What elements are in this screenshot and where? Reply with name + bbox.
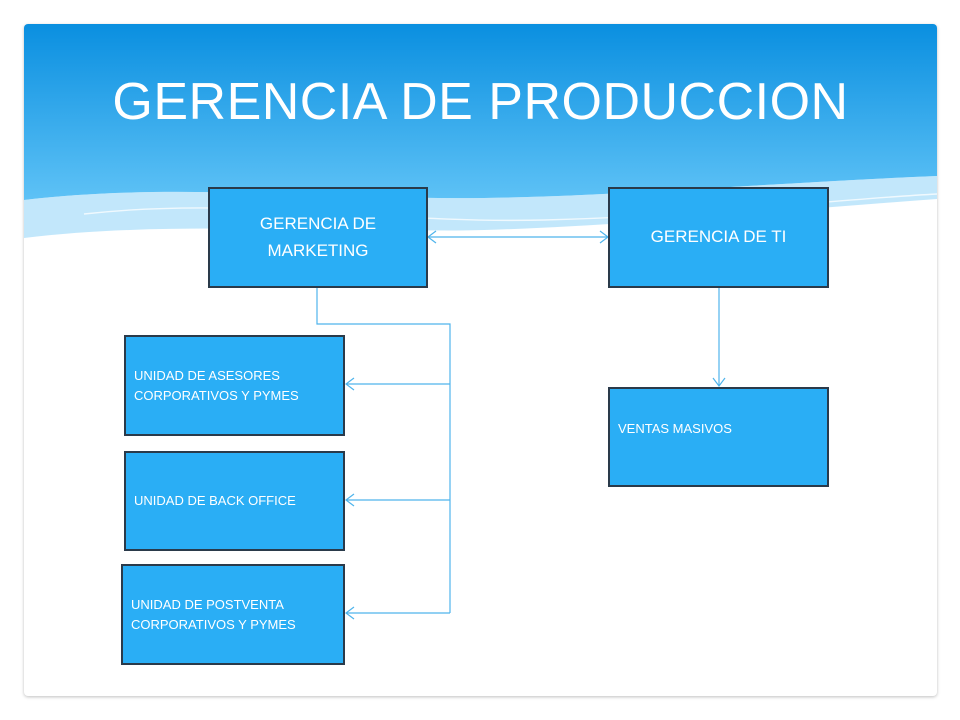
node-label: GERENCIA DE TI: [650, 227, 787, 247]
node-unidad-back-office: UNIDAD DE BACK OFFICE: [124, 451, 345, 551]
node-gerencia-marketing: GERENCIA DE MARKETING: [208, 187, 428, 288]
node-unidad-postventa: UNIDAD DE POSTVENTA CORPORATIVOS Y PYMES: [121, 564, 345, 665]
node-label: UNIDAD DE ASESORES CORPORATIVOS Y PYMES: [134, 368, 299, 403]
node-gerencia-ti: GERENCIA DE TI: [608, 187, 829, 288]
page-title: GERENCIA DE PRODUCCION: [112, 73, 849, 131]
node-ventas-masivos: VENTAS MASIVOS: [608, 387, 829, 487]
node-label: UNIDAD DE POSTVENTA CORPORATIVOS Y PYMES: [131, 597, 296, 632]
node-unidad-asesores: UNIDAD DE ASESORES CORPORATIVOS Y PYMES: [124, 335, 345, 436]
slide: GERENCIA DE PRODUCCION GERENCIA DE MARKE…: [24, 24, 937, 696]
node-label: VENTAS MASIVOS: [618, 421, 732, 436]
node-label: UNIDAD DE BACK OFFICE: [134, 493, 296, 509]
node-label: GERENCIA DE MARKETING: [259, 214, 377, 260]
